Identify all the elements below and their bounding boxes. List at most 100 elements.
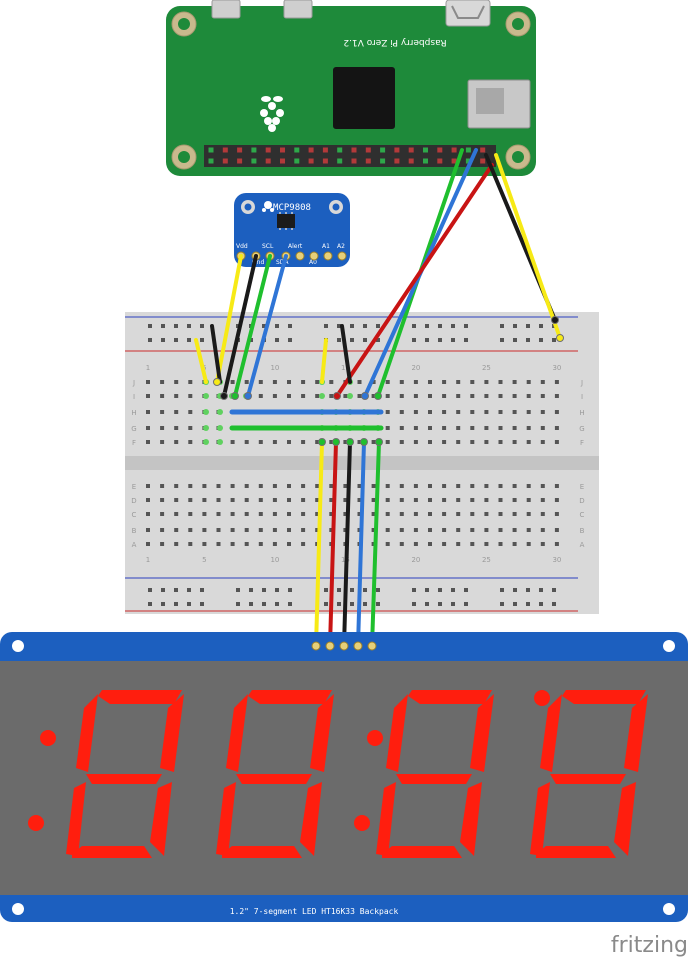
- breadboard-hole: [146, 498, 150, 502]
- breadboard-hole: [371, 440, 376, 444]
- rail-hole: [451, 324, 455, 328]
- breadboard-hole: [526, 498, 531, 502]
- active-hole: [217, 439, 223, 445]
- rail-hole: [174, 324, 178, 328]
- breadboard-hole: [470, 542, 475, 546]
- breadboard-hole: [329, 440, 334, 444]
- breadboard-hole: [442, 528, 447, 532]
- breadboard-hole: [428, 484, 432, 488]
- display-mounting-holes: [12, 640, 675, 915]
- breadboard-hole: [512, 512, 517, 516]
- rail-hole: [288, 324, 292, 328]
- rail-hole: [187, 324, 191, 328]
- segment-g: [396, 774, 472, 784]
- breadboard-hole: [216, 498, 221, 502]
- breadboard-hole: [484, 528, 489, 532]
- rail-hole: [350, 588, 354, 592]
- breadboard-hole: [540, 394, 545, 398]
- rail-hole: [438, 588, 442, 592]
- breadboard-hole: [399, 380, 404, 384]
- breadboard-hole: [230, 512, 235, 516]
- rail-hole: [161, 602, 165, 606]
- breadboard-hole: [413, 380, 418, 384]
- rail-hole: [174, 588, 178, 592]
- segment-g: [550, 774, 626, 784]
- mcp9808-sensor-board: MCP9808 Vdd SCL Alert A1 A2 Gnd SDA A0: [234, 193, 350, 267]
- rail-hole: [148, 324, 152, 328]
- breadboard-hole: [315, 528, 320, 532]
- gpio-pin: [265, 147, 271, 153]
- breadboard-hole: [301, 484, 306, 488]
- breadboard-hole: [287, 394, 291, 398]
- breadboard-hole: [357, 498, 362, 502]
- breadboard-hole: [188, 542, 193, 546]
- breadboard-hole: [343, 440, 348, 444]
- rail-hole: [539, 324, 543, 328]
- breadboard-hole: [554, 498, 559, 502]
- breadboard-hole: [470, 484, 475, 488]
- row-letter: I: [581, 393, 583, 401]
- segment-g: [86, 774, 162, 784]
- breadboard-hole: [442, 484, 447, 488]
- rail-hole: [425, 602, 429, 606]
- gpio-pin: [465, 147, 471, 153]
- rail-hole: [148, 588, 152, 592]
- gpio-pin: [337, 147, 343, 153]
- sensor-pin: [309, 251, 319, 261]
- sensor-pin-label-a1: A1: [322, 243, 330, 250]
- gpio-pin: [437, 158, 443, 164]
- segment-b: [624, 694, 648, 772]
- rail-hole: [187, 588, 191, 592]
- gpio-pin: [365, 158, 371, 164]
- gpio-pin: [423, 158, 428, 164]
- breadboard-hole: [371, 394, 376, 398]
- rail-hole: [412, 588, 416, 592]
- sensor-pin-label-a0: A0: [309, 259, 317, 266]
- breadboard-hole: [146, 380, 150, 384]
- segment-b: [470, 694, 494, 772]
- rail-hole: [363, 588, 367, 592]
- breadboard-hole: [385, 380, 390, 384]
- segment-f: [386, 694, 408, 772]
- rail-hole: [324, 324, 328, 328]
- rail-hole: [200, 324, 204, 328]
- rail-hole: [337, 602, 341, 606]
- breadboard-hole: [413, 498, 418, 502]
- breadboard-hole: [258, 394, 263, 398]
- breadboard-hole: [315, 394, 320, 398]
- rail-hole: [161, 338, 165, 342]
- breadboard-hole: [413, 426, 418, 430]
- gpio-pin: [451, 147, 457, 153]
- breadboard-hole: [258, 498, 263, 502]
- breadboard-hole: [258, 484, 263, 488]
- pi-gpio-pins: [208, 147, 486, 164]
- segment-a: [248, 690, 332, 704]
- rail-hole: [500, 602, 504, 606]
- column-number: 1: [146, 364, 150, 372]
- gpio-pin: [251, 147, 257, 153]
- row-letter: H: [579, 409, 584, 417]
- row-letter: G: [579, 425, 584, 433]
- breadboard-hole: [540, 380, 545, 384]
- rail-hole: [236, 588, 240, 592]
- breadboard-hole: [343, 498, 348, 502]
- breadboard-hole: [202, 484, 207, 488]
- breadboard-hole: [498, 440, 503, 444]
- rail-hole: [174, 338, 178, 342]
- breadboard-hole: [498, 426, 503, 430]
- breadboard-hole: [512, 498, 517, 502]
- breadboard-hole: [456, 440, 461, 444]
- breadboard-hole: [244, 498, 249, 502]
- breadboard-hole: [399, 440, 404, 444]
- breadboard-hole: [188, 498, 193, 502]
- rail-hole: [412, 338, 416, 342]
- row-letter: H: [131, 409, 136, 417]
- breadboard-hole: [287, 484, 291, 488]
- breadboard-hole: [442, 440, 447, 444]
- digit-1: [66, 690, 184, 858]
- breadboard-hole: [484, 484, 489, 488]
- breadboard-hole: [146, 484, 150, 488]
- breadboard-hole: [526, 394, 531, 398]
- breadboard-hole: [498, 410, 503, 414]
- row-letter: F: [132, 439, 136, 447]
